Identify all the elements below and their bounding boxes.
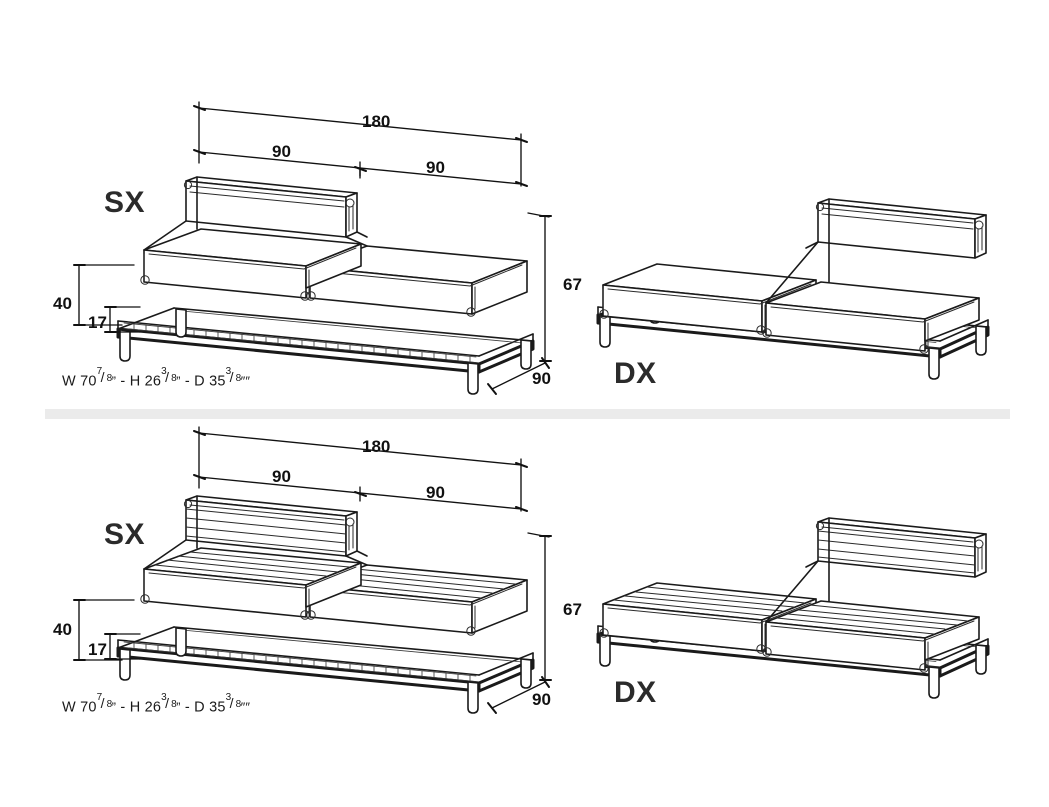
imperial-height-fraction: 3/8 (161, 365, 177, 385)
orientation-label-dx-top: DX (614, 357, 657, 390)
imperial-width-fraction: 7/8 (96, 691, 113, 711)
imperial-height-fraction: 3/8 (161, 691, 177, 711)
dimension-base-height-bottom: 17 (88, 640, 107, 659)
imperial-height-prefix: H (129, 373, 141, 390)
seat-cushion-right-ribbed (306, 564, 528, 636)
dimension-depth-top: 90 (532, 369, 551, 388)
imperial-height-prefix: H (129, 699, 141, 716)
imperial-width-prefix: W (62, 373, 76, 390)
sofa-legs (599, 295, 987, 380)
imperial-width-fraction: 7/8 (96, 365, 113, 385)
imperial-height-unit: ” (176, 373, 181, 389)
imperial-depth-unit: ″″ (240, 373, 251, 389)
cushion-ribs (320, 568, 516, 599)
imperial-depth-fraction: 3/8 (225, 691, 242, 711)
backrest-ribs (185, 508, 347, 553)
dimension-module-left-top: 90 (272, 142, 291, 161)
row-divider (45, 409, 1010, 419)
sofa-figure-sx-ribbed (116, 495, 535, 714)
orientation-label-sx-bottom: SX (104, 518, 146, 551)
imperial-depth-unit: ″″ (240, 699, 251, 715)
imperial-sep-2: - (184, 373, 190, 390)
imperial-depth-value: 35 (209, 373, 226, 390)
seat-cushion-left (140, 228, 362, 301)
imperial-depth-prefix: D (194, 699, 205, 716)
base-webbing (123, 310, 529, 363)
seat-cushion-left-ribbed (140, 547, 362, 620)
imperial-width-prefix: W (62, 699, 76, 716)
imperial-width-unit: ” (111, 373, 117, 389)
seat-cushion-left (599, 263, 817, 335)
sofa-figure-dx-ribbed (596, 517, 990, 699)
imperial-width-value: 70 (80, 373, 97, 390)
dimension-seat-height-top: 40 (53, 294, 72, 313)
dimension-lines-bottom-left (73, 426, 552, 714)
imperial-sep-1: - (120, 373, 126, 390)
imperial-depth-value: 35 (209, 699, 226, 716)
imperial-width-unit: ” (111, 699, 117, 715)
base-webbing (603, 616, 985, 668)
backrest-left-ribbed (183, 495, 358, 557)
dimension-depth-bottom: 90 (532, 690, 551, 709)
imperial-width-value: 70 (80, 699, 97, 716)
dimension-base-height-top: 17 (88, 313, 107, 332)
seat-cushion-right (762, 281, 980, 354)
sofa-legs (599, 614, 987, 699)
backrest-left (183, 176, 358, 238)
dimension-overall-height-top: 67 (563, 275, 582, 294)
base-frame (116, 626, 535, 693)
base-frame (596, 294, 990, 359)
dimension-total-width-top: 180 (362, 112, 391, 131)
seat-cushion-right-ribbed (762, 600, 980, 673)
imperial-depth-prefix: D (194, 373, 205, 390)
orientation-label-dx-bottom: DX (614, 676, 657, 709)
dimension-overall-height-bottom: 67 (563, 600, 582, 619)
backrest-ribs (817, 530, 976, 574)
seat-cushion-right (306, 245, 528, 317)
base-webbing (603, 297, 985, 349)
imperial-depth-fraction: 3/8 (225, 365, 242, 385)
imperial-sep-1: - (120, 699, 126, 716)
dimension-lines-top-left (73, 101, 552, 395)
dimension-module-right-bottom: 90 (426, 483, 445, 502)
base-frame (116, 307, 535, 374)
imperial-height-value: 26 (144, 373, 162, 390)
base-frame (596, 613, 990, 678)
sofa-figure-sx-smooth (116, 176, 535, 395)
dimension-total-width-bottom: 180 (362, 437, 391, 456)
backrest-right (815, 198, 987, 259)
dimension-module-left-bottom: 90 (272, 467, 291, 486)
imperial-height-value: 26 (144, 699, 162, 716)
base-webbing (123, 629, 529, 682)
cushion-ribs (613, 586, 806, 617)
imperial-height-unit: ” (176, 699, 181, 715)
sofa-figure-dx-smooth (596, 198, 990, 380)
backrest-right-ribbed (815, 517, 987, 578)
dimension-seat-height-bottom: 40 (53, 620, 72, 639)
cushion-ribs (776, 604, 969, 635)
cushion-ribs (154, 551, 350, 582)
dimension-module-right-top: 90 (426, 158, 445, 177)
seat-cushion-left-ribbed (599, 582, 817, 654)
orientation-label-sx-top: SX (104, 186, 146, 219)
imperial-sep-3: - (184, 699, 190, 716)
